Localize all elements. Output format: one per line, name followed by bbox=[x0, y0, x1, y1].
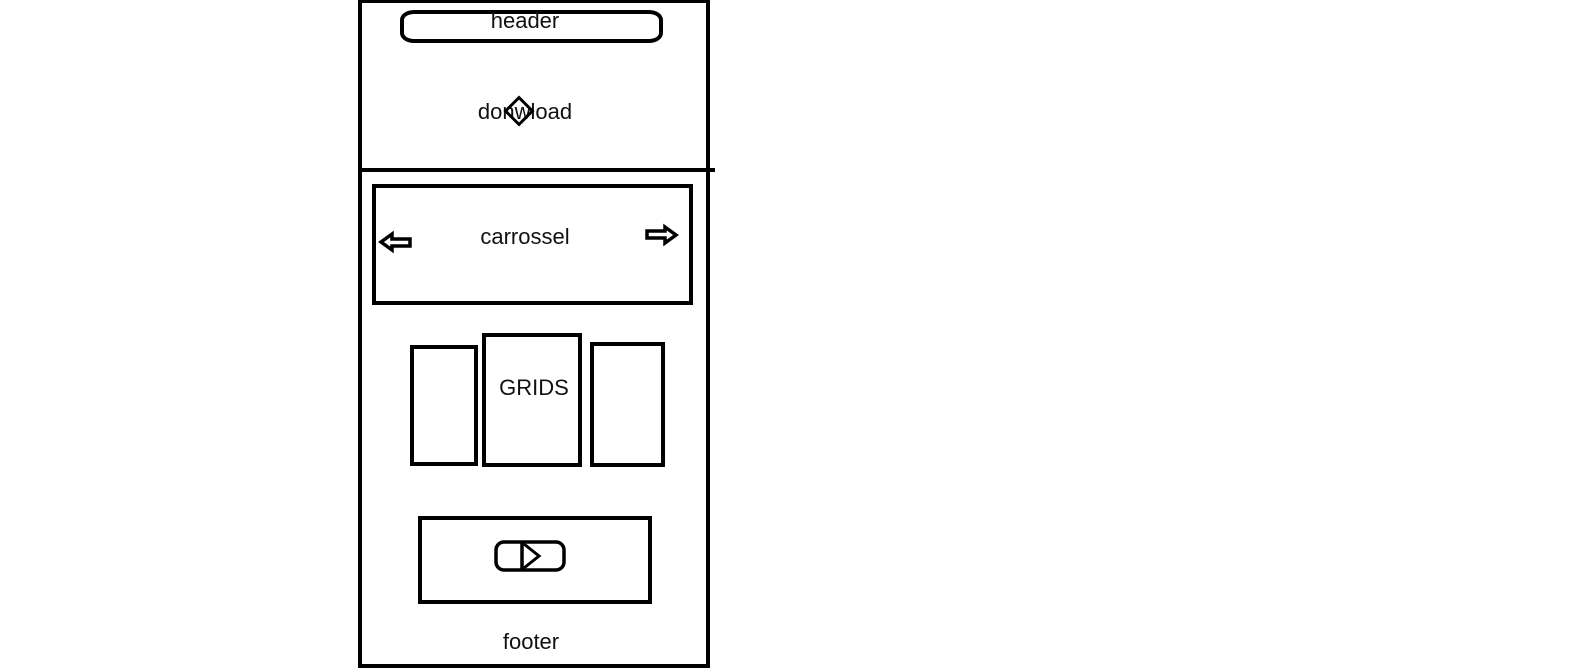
video-player-box bbox=[418, 516, 652, 604]
grids-label: GRIDS bbox=[499, 375, 569, 400]
carousel-box bbox=[372, 184, 693, 305]
grid-card-right bbox=[590, 342, 665, 467]
download-label: donwload bbox=[477, 99, 573, 124]
play-icon[interactable] bbox=[494, 540, 566, 572]
header-label: header bbox=[490, 8, 560, 33]
mobile-frame bbox=[358, 0, 710, 668]
arrow-left-icon[interactable] bbox=[378, 230, 414, 254]
grid-card-center bbox=[482, 333, 582, 467]
section-divider bbox=[360, 168, 715, 172]
grid-card-left bbox=[410, 345, 478, 466]
arrow-right-icon[interactable] bbox=[643, 223, 679, 247]
carousel-label: carrossel bbox=[480, 224, 570, 249]
header-bar bbox=[400, 10, 663, 43]
footer-label: footer bbox=[502, 629, 560, 654]
